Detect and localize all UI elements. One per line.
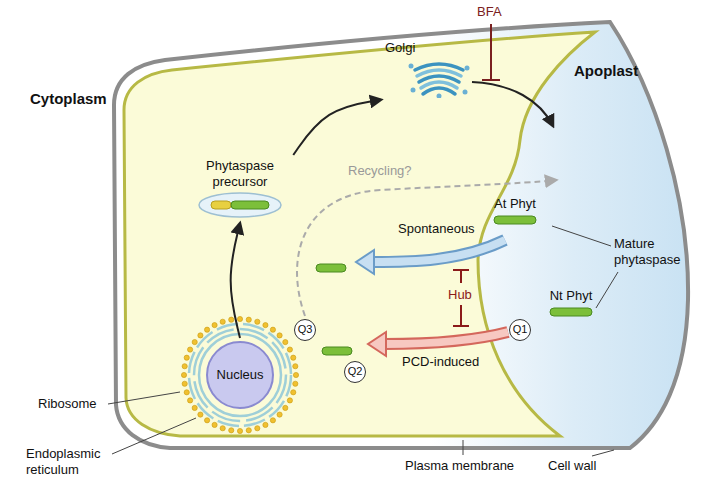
- ribosome-dot: [270, 327, 275, 332]
- ribosome-dot: [182, 381, 187, 386]
- spontaneous-arrow: [356, 240, 505, 274]
- ribosome-dot: [263, 422, 268, 427]
- ribosome-dot: [188, 398, 193, 403]
- ribosome-dot: [184, 355, 189, 360]
- callout-number: Q3: [298, 323, 313, 336]
- annotation-label: Spontaneous: [398, 221, 475, 237]
- internalized-phytaspase: [322, 347, 352, 355]
- golgi-stack: [407, 56, 471, 98]
- ribosome-dot: [291, 355, 296, 360]
- plasma-membrane: [124, 32, 595, 436]
- ribosome-dot: [192, 405, 197, 410]
- ribosome-dot: [204, 418, 209, 423]
- ribosome-dot: [255, 319, 260, 324]
- flow-arrow: [293, 100, 381, 155]
- ribosome-dot: [270, 418, 275, 423]
- question-circle: Q2: [344, 361, 366, 383]
- question-circle: Q3: [294, 319, 316, 341]
- golgi-apparatus: Golgi: [385, 40, 475, 98]
- rod-shape: [548, 306, 594, 318]
- ribosome-dot: [283, 405, 288, 410]
- secretion-arrow: [472, 82, 553, 126]
- annotation-label: Apoplast: [574, 62, 638, 80]
- annotation-label: Hub: [448, 287, 472, 303]
- annotation-label: PCD-induced: [402, 354, 479, 370]
- ribosome-dot: [192, 339, 197, 344]
- cell-wall: [114, 22, 688, 448]
- question-circle: Q1: [509, 319, 531, 341]
- node-label: Golgi: [385, 40, 475, 56]
- ribosome-dot: [291, 390, 296, 395]
- ribosome-dot: [287, 398, 292, 403]
- ribosome-dot: [220, 426, 225, 431]
- recycling-arrow: [297, 180, 556, 316]
- ribosome-dot: [212, 422, 217, 427]
- phytaspase-rod: At Phyt: [485, 196, 545, 226]
- precursor-oval: [197, 191, 283, 219]
- ribosome-dot: [229, 317, 234, 322]
- node-label: Nucleus: [217, 367, 264, 383]
- ribosome-dot: [246, 428, 251, 433]
- annotation-label: Mature phytaspase: [614, 236, 688, 267]
- ribosome-dot: [263, 323, 268, 328]
- ribosome-dot: [182, 364, 187, 369]
- ribosome-dot: [237, 428, 242, 433]
- internalized-phytaspase: [316, 264, 346, 272]
- node-label: Nt Phyt: [540, 288, 602, 304]
- ribosome-dot: [255, 426, 260, 431]
- node-label: At Phyt: [485, 196, 545, 212]
- ribosome-dot: [212, 323, 217, 328]
- rod-shape: [492, 214, 538, 226]
- pcd-arrow: [368, 332, 508, 356]
- ribosome-dot: [283, 339, 288, 344]
- nucleus-circle: Nucleus: [206, 341, 274, 409]
- ribosome-dot: [229, 428, 234, 433]
- annotation-label: Cytoplasm: [30, 90, 107, 108]
- ribosome-dot: [204, 327, 209, 332]
- annotation-label: Plasma membrane: [405, 458, 514, 474]
- callout-number: Q1: [513, 323, 528, 336]
- ribosome-dot: [246, 317, 251, 322]
- ribosome-dot: [220, 319, 225, 324]
- ribosome-dot: [198, 333, 203, 338]
- bfa-inhibition: [482, 24, 500, 80]
- annotation-label: Endoplasmic reticulum: [26, 446, 114, 477]
- ribosome-dot: [198, 412, 203, 417]
- annotation-label: Recycling?: [348, 163, 412, 179]
- annotation-label: BFA: [477, 4, 502, 20]
- precursor-vesicle: Phytaspase precursor: [185, 158, 295, 219]
- phytaspase-rod: Nt Phyt: [540, 288, 602, 318]
- ribosome-dot: [293, 372, 298, 377]
- callout-number: Q2: [348, 365, 363, 378]
- endoplasmic-reticulum: [189, 324, 291, 426]
- annotation-label: Cell wall: [548, 458, 596, 474]
- ribosome-dot: [293, 381, 298, 386]
- ribosome-dot: [181, 372, 186, 377]
- ribosome-dot: [287, 347, 292, 352]
- ribosome-dot: [277, 412, 282, 417]
- flow-arrow: [231, 223, 240, 338]
- node-label: Phytaspase precursor: [185, 158, 295, 189]
- ribosome-dot: [277, 333, 282, 338]
- ribosome-dot: [188, 347, 193, 352]
- leader-lines: [108, 226, 618, 456]
- ribosome-dot: [184, 390, 189, 395]
- ribosome-dot: [237, 316, 242, 321]
- annotation-label: Ribosome: [38, 396, 97, 412]
- ribosome-dot: [293, 364, 298, 369]
